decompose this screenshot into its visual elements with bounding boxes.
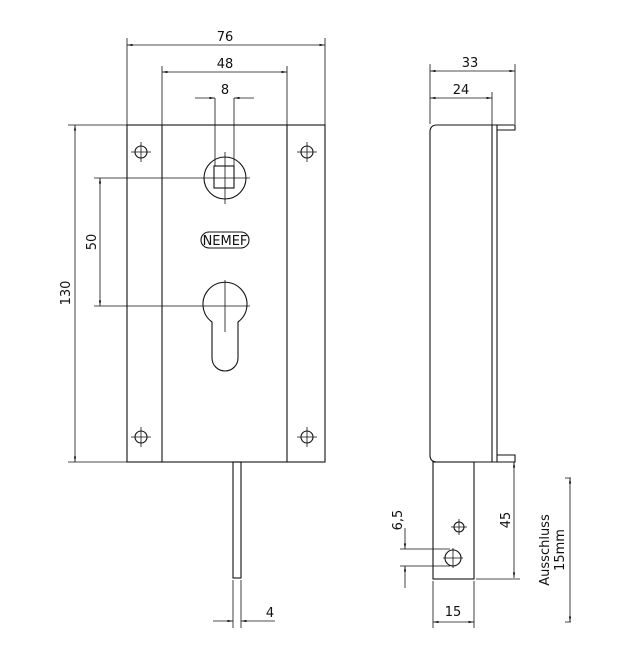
side-view: 33 24 45 15 6,5 Ausschluss 15mm xyxy=(391,56,572,628)
logo-text: NEMEF xyxy=(203,234,248,249)
screw-hole-icon xyxy=(131,142,317,447)
lock-plate xyxy=(126,124,326,463)
throw-value: 15mm xyxy=(553,529,568,571)
rod xyxy=(232,461,242,579)
front-view: NEMEF 76 48 8 130 50 4 xyxy=(59,30,326,628)
dim-spindle: 8 xyxy=(221,83,229,98)
cylinder-hole xyxy=(200,280,250,372)
dim-hole: 6,5 xyxy=(391,510,406,531)
dim-bolt-width: 15 xyxy=(445,605,462,620)
nemef-logo: NEMEF xyxy=(200,231,250,249)
dim-total-depth: 33 xyxy=(462,56,479,71)
dim-width: 76 xyxy=(217,30,234,45)
bolt xyxy=(432,461,475,580)
dim-bolt-length: 45 xyxy=(499,512,514,529)
dim-center-distance: 50 xyxy=(85,234,100,251)
spindle-hole xyxy=(200,98,250,204)
dim-rod: 4 xyxy=(266,606,274,621)
dim-body-depth: 24 xyxy=(453,83,470,98)
dim-height: 130 xyxy=(59,281,74,306)
dim-inner-width: 48 xyxy=(217,57,234,72)
throw-label: Ausschluss xyxy=(538,514,553,586)
lock-body-side xyxy=(429,124,493,463)
